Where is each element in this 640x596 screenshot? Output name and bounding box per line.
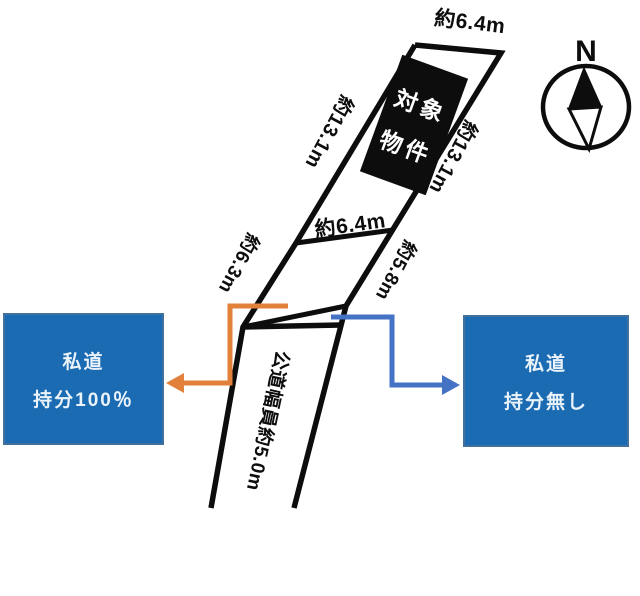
- callout-private-road-full-share: 私道 持分100％: [3, 313, 164, 445]
- orange-connector-line: [181, 303, 288, 386]
- plot-left-edge: [208, 43, 418, 509]
- orange-arrowhead-icon: [166, 373, 184, 393]
- callout-right-line2: 持分無し: [503, 391, 588, 413]
- callout-left-line1: 私道: [62, 351, 105, 373]
- blue-connector-line: [331, 314, 443, 388]
- road-junction-line: [242, 322, 342, 330]
- subject-property-line2: 物件: [375, 126, 436, 170]
- callout-private-road-no-share: 私道 持分無し: [463, 315, 629, 447]
- callout-right-line1: 私道: [524, 353, 567, 375]
- compass-north-label: N: [575, 35, 597, 68]
- parcel-divider-line: [295, 227, 394, 246]
- sliver-diagonal-line: [242, 303, 347, 330]
- subject-property-line1: 対象: [391, 84, 451, 128]
- callout-left-line2: 持分100％: [33, 389, 134, 411]
- blue-arrowhead-icon: [442, 375, 460, 395]
- compass-icon: [540, 63, 632, 154]
